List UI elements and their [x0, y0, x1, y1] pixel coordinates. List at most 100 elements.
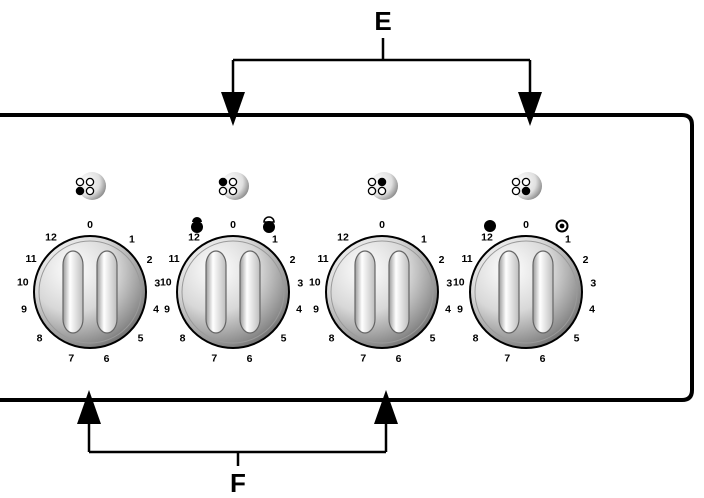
dial-scale-label: 0: [523, 219, 529, 231]
arrow-up-icon: [77, 390, 101, 424]
dial-scale-label: 1: [129, 233, 135, 245]
zone-dot: [367, 177, 377, 187]
knob-grip: [96, 250, 118, 334]
zone-dot: [511, 177, 521, 187]
dial-scale-label: 8: [473, 333, 479, 345]
control-knob[interactable]: [176, 235, 290, 349]
dial-scale-label: 6: [247, 353, 253, 365]
dial-scale-label: 0: [379, 219, 385, 231]
dial-scale-label: 7: [68, 352, 74, 364]
dial-scale-label: 10: [309, 276, 321, 288]
dial-scale-label: 12: [337, 231, 349, 243]
zone-dot: [228, 177, 238, 187]
dial-scale-label: 1: [565, 233, 571, 245]
dual-ring-outer-icon: [191, 217, 203, 233]
cooktop-zone-top-left-icon: [218, 172, 249, 200]
dial-scale-label: 12: [481, 231, 493, 243]
zone-dot: [377, 186, 387, 196]
dial-scale-label: 8: [180, 333, 186, 345]
knob-grip: [354, 250, 376, 334]
dial-scale-label: 9: [21, 304, 27, 316]
callout-f: F: [77, 390, 398, 498]
dial-scale-label: 2: [147, 254, 153, 266]
ring-dot-icon: [555, 219, 569, 233]
control-knob[interactable]: [325, 235, 439, 349]
knob-grip: [532, 250, 554, 334]
dial-scale-label: 4: [445, 304, 451, 316]
dial-scale-label: 1: [421, 233, 427, 245]
arrow-down-icon: [221, 92, 245, 126]
dial-scale-label: 10: [17, 276, 29, 288]
zone-dot: [218, 177, 228, 187]
knob-grip: [62, 250, 84, 334]
hob-disc-icon: [221, 172, 249, 200]
callout-label-e: E: [374, 6, 391, 36]
knob-grip: [498, 250, 520, 334]
cooktop-zone-bottom-left-icon: [75, 172, 106, 200]
dial-scale-label: 5: [574, 333, 580, 345]
dial-scale-label: 10: [160, 276, 172, 288]
zone-dot: [228, 186, 238, 196]
dial-scale-label: 5: [430, 333, 436, 345]
hob-disc-icon: [78, 172, 106, 200]
dial-scale-label: 6: [396, 353, 402, 365]
hob-disc-icon: [370, 172, 398, 200]
dial-scale-label: 9: [457, 304, 463, 316]
dial-scale-label: 9: [313, 304, 319, 316]
panel-outline: [0, 113, 694, 402]
zone-dot: [85, 177, 95, 187]
zone-dot: [521, 177, 531, 187]
dial-scale-label: 6: [540, 353, 546, 365]
zone-dot: [511, 186, 521, 196]
dial-scale-label: 10: [453, 276, 465, 288]
dial-scale-label: 5: [281, 333, 287, 345]
dial-scale-label: 4: [296, 304, 302, 316]
dial-scale-label: 2: [290, 254, 296, 266]
cooktop-zone-bottom-right-icon: [511, 172, 542, 200]
dial-scale-label: 7: [360, 352, 366, 364]
knob-row: 0123456789101112012345678910111201234567…: [17, 172, 596, 365]
dial-scale-label: 3: [154, 278, 160, 290]
dial-scale-label: 8: [329, 333, 335, 345]
dial-scale-label: 4: [589, 304, 595, 316]
dial-scale-label: 5: [138, 333, 144, 345]
full-dot-icon: [484, 220, 496, 232]
cooktop-zone-top-right-icon: [367, 172, 398, 200]
callout-label-f: F: [230, 468, 246, 498]
arrow-up-icon: [374, 390, 398, 424]
zone-dot: [377, 177, 387, 187]
knob-grip: [388, 250, 410, 334]
zone-dot: [85, 186, 95, 196]
dial-scale-label: 3: [446, 278, 452, 290]
dial-scale-label: 12: [188, 231, 200, 243]
dial-scale-label: 1: [272, 233, 278, 245]
dial-scale-label: 9: [164, 304, 170, 316]
dial-scale-label: 2: [439, 254, 445, 266]
zone-dot: [75, 177, 85, 187]
arrow-down-icon: [518, 92, 542, 126]
dial-scale-label: 0: [87, 219, 93, 231]
knob-grip: [239, 250, 261, 334]
dial-scale-label: 4: [153, 304, 159, 316]
zone-dot: [521, 186, 531, 196]
dual-ring-inner-icon: [263, 216, 275, 233]
control-knob[interactable]: [33, 235, 147, 349]
dial-scale-label: 11: [318, 253, 329, 265]
dial-scale-label: 0: [230, 219, 236, 231]
dial-scale-label: 8: [37, 333, 43, 345]
hob-disc-icon: [514, 172, 542, 200]
zone-dot: [218, 186, 228, 196]
dial-scale-label: 11: [462, 253, 473, 265]
dial-scale-label: 2: [583, 254, 589, 266]
callout-e: E: [221, 6, 542, 126]
zone-dot: [75, 186, 85, 196]
dial-scale-label: 7: [211, 352, 217, 364]
dial-scale-label: 11: [169, 253, 180, 265]
control-knob[interactable]: [469, 235, 583, 349]
dial-scale-label: 3: [297, 278, 303, 290]
